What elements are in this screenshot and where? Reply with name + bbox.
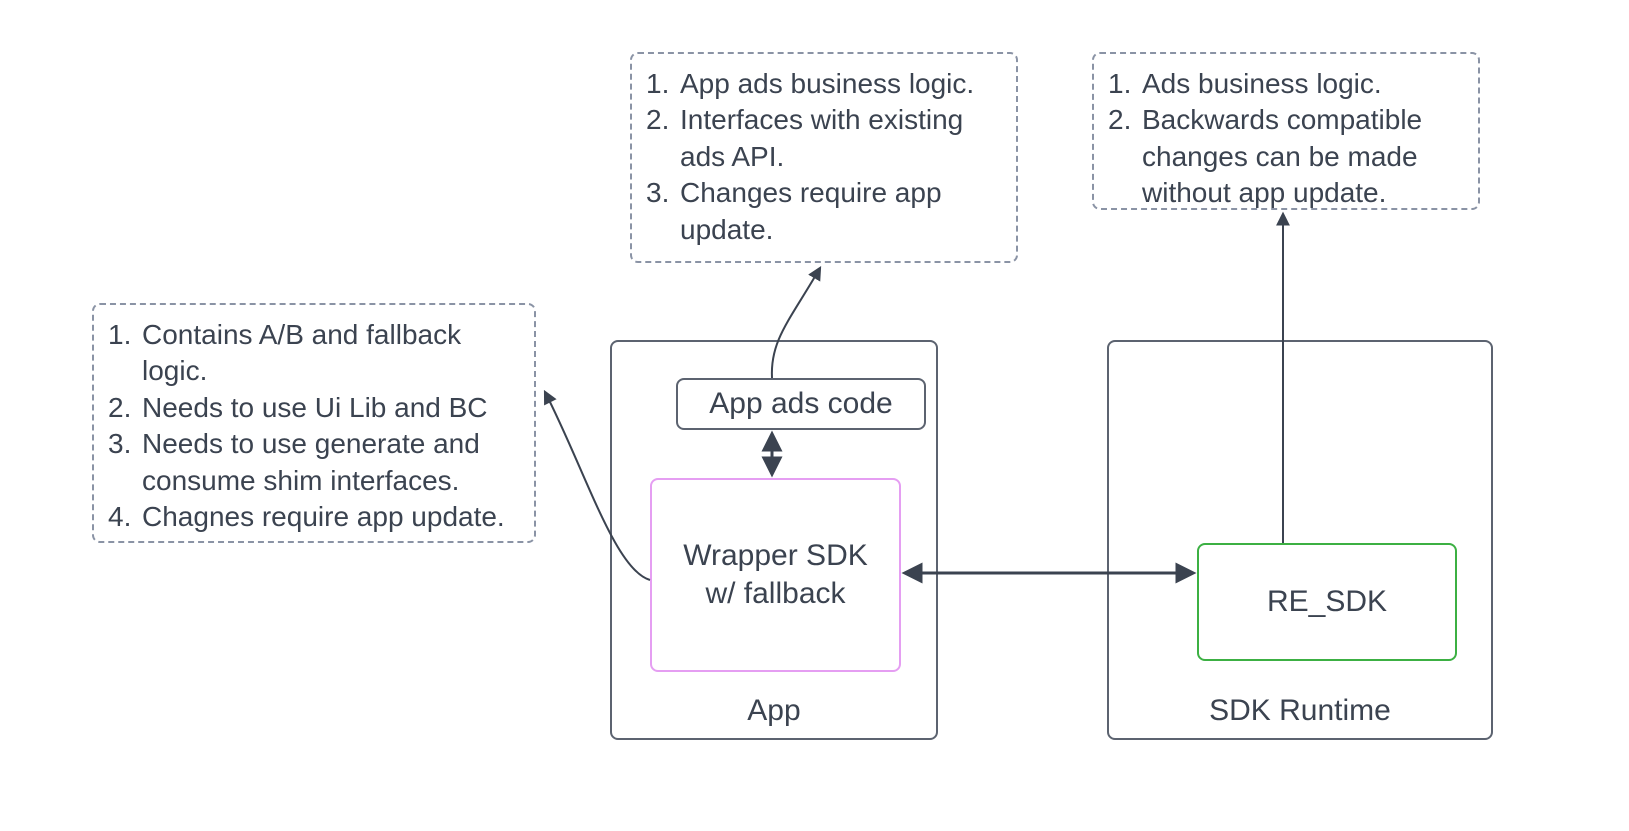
note-re-sdk-list: 1. Ads business logic. 2. Backwards comp… — [1108, 66, 1464, 212]
node-wrapper-sdk-label: Wrapper SDK w/ fallback — [683, 539, 868, 610]
note-item-number: 2. — [1108, 104, 1132, 136]
note-wrapper-sdk: 1. Contains A/B and fallback logic. 2. N… — [92, 303, 536, 543]
note-app-ads-code-list: 1. App ads business logic. 2. Interfaces… — [646, 66, 1002, 248]
note-re-sdk: 1. Ads business logic. 2. Backwards comp… — [1092, 52, 1480, 210]
note-item-text: App ads business logic. — [680, 68, 975, 99]
note-list-item: 2. Needs to use Ui Lib and BC — [108, 390, 524, 426]
note-item-number: 1. — [1108, 68, 1132, 99]
note-list-item: 2. Backwards compatible changes can be m… — [1108, 102, 1464, 211]
note-list-item: 3. Needs to use generate and consume shi… — [108, 426, 524, 499]
note-list-item: 1. Ads business logic. — [1108, 66, 1464, 102]
note-item-text: Ads business logic. — [1142, 68, 1382, 99]
note-item-text: Needs to use Ui Lib and BC — [142, 391, 488, 423]
note-item-text: Backwards compatible changes can be made… — [1142, 104, 1430, 209]
container-app-label: App — [747, 694, 801, 727]
note-item-number: 3. — [646, 177, 670, 209]
note-list-item: 1. Contains A/B and fallback logic. — [108, 317, 524, 390]
node-re-sdk[interactable]: RE_SDK — [1197, 543, 1457, 661]
note-item-number: 4. — [108, 500, 132, 532]
note-list-item: 3. Changes require app update. — [646, 175, 1002, 248]
note-item-text: Needs to use generate and consume shim i… — [142, 428, 488, 496]
note-item-number: 3. — [108, 428, 132, 460]
note-item-number: 1. — [646, 68, 670, 99]
note-item-number: 2. — [646, 104, 670, 136]
container-sdk-runtime: SDK Runtime — [1107, 340, 1493, 740]
note-wrapper-sdk-list: 1. Contains A/B and fallback logic. 2. N… — [108, 317, 524, 535]
note-item-text: Chagnes require app update. — [142, 500, 505, 532]
note-item-text: Changes require app update. — [680, 177, 950, 245]
note-list-item: 1. App ads business logic. — [646, 66, 1002, 102]
node-wrapper-sdk[interactable]: Wrapper SDK w/ fallback — [650, 478, 901, 672]
note-item-number: 2. — [108, 391, 132, 423]
container-sdk-runtime-label: SDK Runtime — [1209, 694, 1391, 727]
node-app-ads-code[interactable]: App ads code — [676, 378, 926, 430]
node-app-ads-code-label: App ads code — [709, 387, 893, 421]
node-re-sdk-label: RE_SDK — [1266, 585, 1388, 619]
note-item-text: Interfaces with existing ads API. — [680, 104, 972, 172]
note-app-ads-code: 1. App ads business logic. 2. Interfaces… — [630, 52, 1018, 263]
note-list-item: 4. Chagnes require app update. — [108, 499, 524, 535]
note-item-text: Contains A/B and fallback logic. — [142, 319, 469, 387]
note-list-item: 2. Interfaces with existing ads API. — [646, 102, 1002, 175]
note-item-number: 1. — [108, 319, 132, 350]
